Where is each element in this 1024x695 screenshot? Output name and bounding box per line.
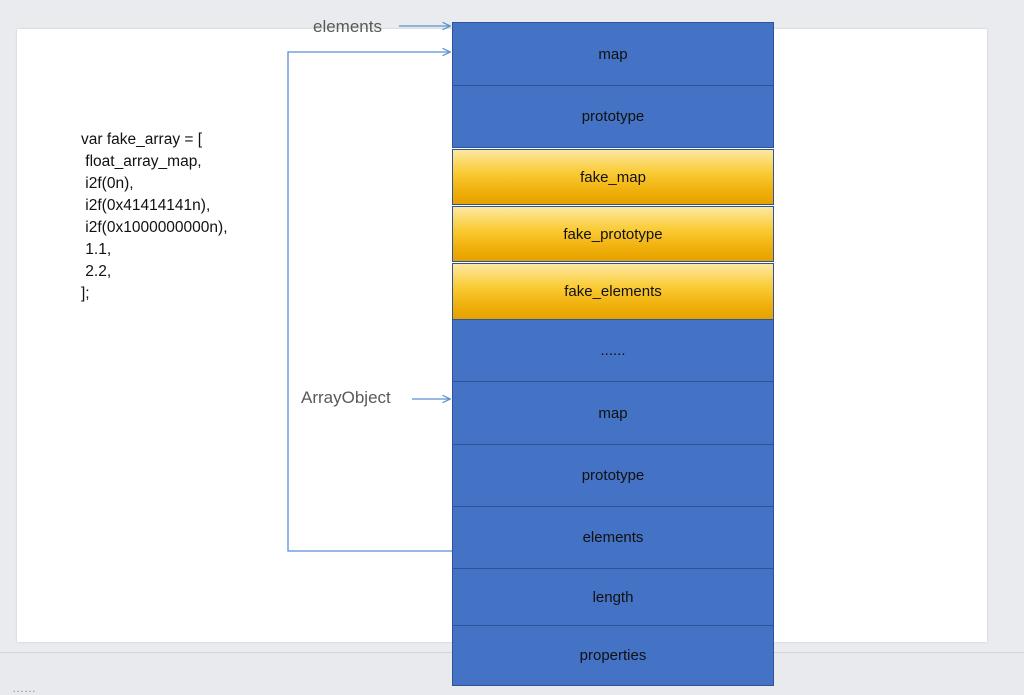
memory-row-label: map — [598, 404, 628, 422]
memory-row-map: map — [452, 382, 774, 445]
memory-row-label: ...... — [600, 342, 626, 359]
memory-row-label: fake_prototype — [563, 225, 663, 243]
memory-row-elements: elements — [452, 507, 774, 569]
memory-row-label: map — [598, 45, 628, 63]
memory-row-fake_prototype: fake_prototype — [452, 206, 774, 262]
memory-row-map: map — [452, 22, 774, 86]
code-snippet: var fake_array = [ float_array_map, i2f(… — [81, 131, 228, 302]
memory-row-label: fake_elements — [564, 283, 662, 300]
memory-layout-column: map prototype fake_map fake_prototype fake_e… — [452, 22, 774, 686]
memory-row-: ...... — [452, 320, 774, 382]
memory-row-label: prototype — [581, 467, 645, 484]
memory-row-properties: properties — [452, 626, 774, 686]
memory-row-prototype: prototype — [452, 445, 774, 507]
arrayobject-annotation-label: ArrayObject — [301, 388, 391, 407]
memory-row-label: elements — [582, 529, 644, 546]
memory-row-label: length — [592, 588, 634, 606]
memory-row-prototype: prototype — [452, 86, 774, 148]
memory-row-label: prototype — [581, 108, 645, 125]
memory-row-label: properties — [579, 647, 647, 664]
bottom-caption: …… — [12, 681, 36, 695]
memory-row-label: fake_map — [580, 168, 646, 186]
elements-annotation-label: elements — [313, 17, 382, 36]
memory-row-length: length — [452, 569, 774, 626]
memory-row-fake_map: fake_map — [452, 149, 774, 205]
memory-row-fake_elements: fake_elements — [452, 263, 774, 320]
